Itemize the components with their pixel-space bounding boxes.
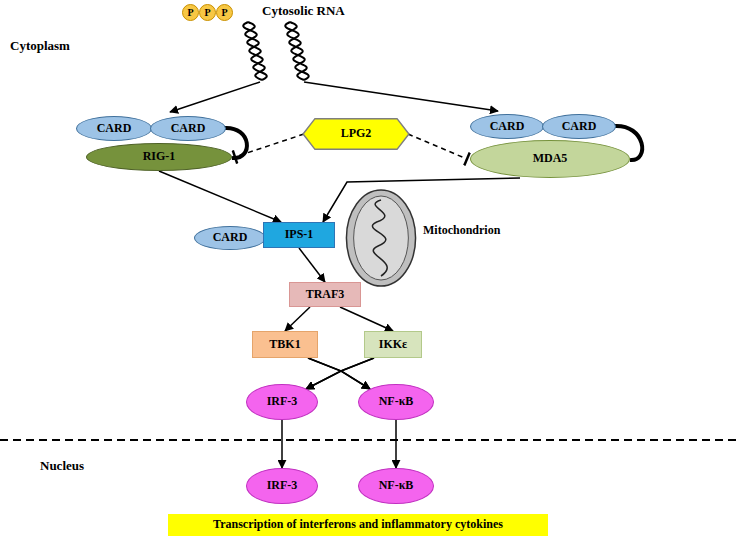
activation-arrow: [341, 358, 374, 389]
edge-layer: [159, 134, 520, 468]
activation-arrow: [306, 358, 374, 389]
node-label: IRF-3: [267, 479, 298, 492]
hexagon-shape: [303, 119, 409, 150]
rna-helix: [243, 22, 308, 80]
compartment-label: Cytoplasm: [10, 38, 70, 54]
node-label: NF-κB: [379, 395, 414, 408]
irf3-factor: IRF-3: [246, 384, 318, 420]
card-domain: CARD: [470, 114, 544, 139]
node-label: TRAF3: [306, 288, 345, 301]
activation-arrow: [299, 248, 325, 282]
mitochondrion: Mitochondrion: [345, 188, 417, 288]
activation-arrow: [285, 307, 310, 331]
node-label: P: [187, 7, 193, 18]
inhibition-line: [408, 134, 467, 159]
activation-arrow: [340, 307, 393, 331]
nfkb-factor: NF-κB: [358, 468, 434, 504]
rig1-helicase: RIG-1: [86, 143, 232, 171]
lpg2-hexagon: LPG2: [302, 118, 410, 150]
inhibition-line: [235, 134, 304, 157]
node-label: P: [204, 7, 210, 18]
card-domain: CARD: [76, 116, 152, 141]
card-domain: CARD: [150, 116, 226, 141]
rna-label: Cytosolic RNA: [262, 3, 345, 19]
node-label: CARD: [213, 231, 248, 244]
ikk-box: IKKε: [364, 331, 422, 358]
node-label: CARD: [97, 122, 132, 135]
card-domain: CARD: [194, 226, 266, 250]
mitochondrion-outline: [345, 188, 417, 288]
node-label: NF-κB: [379, 479, 414, 492]
compartment-label: Nucleus: [40, 458, 84, 474]
outer-membrane: [346, 190, 415, 286]
rna-arrow: [304, 82, 498, 111]
node-label: CARD: [562, 120, 597, 133]
activation-arrow: [395, 420, 397, 468]
activation-arrow: [281, 420, 283, 468]
inner-membrane: [354, 196, 409, 280]
ips1-box: IPS-1: [263, 222, 335, 248]
node-label: TBK1: [269, 338, 300, 351]
node-label: LPG2: [341, 127, 372, 140]
rna-arrow: [170, 82, 260, 112]
tbk1-box: TBK1: [252, 331, 318, 358]
node-label: CARD: [490, 120, 525, 133]
node-label: Transcription of interferons and inflamm…: [213, 518, 503, 531]
node-label: IKKε: [379, 338, 407, 351]
nuclear-membrane: [0, 439, 736, 441]
irf3-factor: IRF-3: [246, 468, 318, 504]
card-domain: CARD: [542, 114, 616, 139]
phosphate-circle: P: [182, 4, 199, 21]
illustration: [0, 82, 736, 440]
nfkb-factor: NF-κB: [358, 384, 434, 420]
transcription-banner: Transcription of interferons and inflamm…: [168, 514, 548, 536]
mda5-helicase: MDA5: [470, 140, 630, 178]
node-label: RIG-1: [143, 150, 176, 163]
traf3-box: TRAF3: [289, 282, 361, 307]
phosphate-circle: P: [216, 4, 233, 21]
node-label: MDA5: [533, 152, 568, 165]
node-label: IRF-3: [267, 395, 298, 408]
rna-strand: [285, 22, 306, 80]
phosphate-circle: P: [199, 4, 216, 21]
cristae: [372, 200, 387, 276]
activation-arrow: [159, 171, 281, 222]
rna-strand: [243, 22, 264, 80]
node-label: P: [221, 7, 227, 18]
node-label: CARD: [171, 122, 206, 135]
organelle-label: Mitochondrion: [423, 224, 500, 237]
node-label: IPS-1: [285, 228, 314, 241]
